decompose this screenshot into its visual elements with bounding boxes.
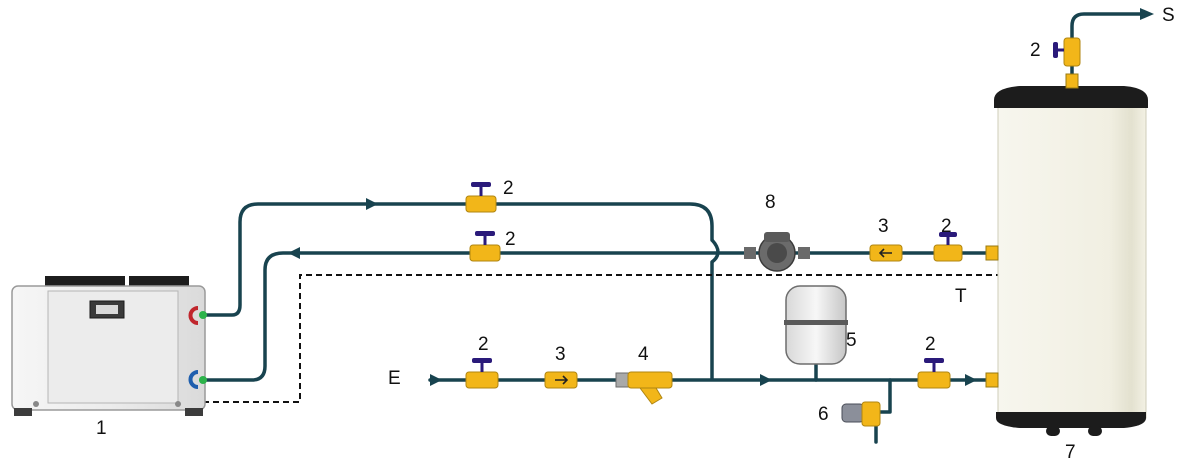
label-pump: 8 [765,192,776,213]
y-strainer-icon [615,371,673,405]
flow-arrow [760,374,772,386]
water-tank [985,73,1148,436]
label-filter: 4 [638,344,649,365]
check-valve-icon [544,371,578,389]
label-valve-outlet: 2 [925,334,936,355]
cold-inlet-connector-icon [188,370,199,389]
flow-arrow [1140,8,1154,20]
tank-body [997,99,1147,419]
label-inlet: E [388,368,401,389]
label-sensor: T [955,286,967,307]
heat-pump-unit [11,276,207,416]
label-check-valve-return: 3 [878,216,889,237]
heat-pump-foot [14,408,32,416]
ball-valve-icon [1053,37,1081,67]
label-valve-supply: 2 [503,178,514,199]
outlet-pipe [1070,12,1142,84]
safety-valve-icon [841,401,881,427]
hot-outlet-connector-icon [188,306,199,325]
tank-nozzle [985,372,999,388]
heat-pump-foot [185,408,203,416]
supply-pipe [201,202,714,317]
return-pipe [201,251,989,382]
ball-valve-icon [465,358,499,389]
pipe-crossover [710,238,720,264]
tank-foot [1088,426,1102,436]
label-check-valve-inlet: 3 [555,344,566,365]
ball-valve-icon [469,231,501,262]
flow-arrow [366,198,378,210]
safety-branch [876,378,892,414]
heat-pump-fan-cover [129,276,189,288]
ball-valve-icon [933,232,963,262]
heat-pump-fan-cover [45,276,125,288]
tank-bottom-cap [996,412,1146,428]
flow-arrow [288,247,300,259]
label-expansion-tank: 5 [846,330,857,351]
label-safety-valve: 6 [818,404,829,425]
tank-nozzle [985,245,999,261]
label-valve-return: 2 [505,229,516,250]
expansion-tank [784,285,848,365]
flow-arrows [288,8,1154,386]
sensor-cable [203,274,1000,403]
pipe-network [201,12,1142,444]
ball-valve-icon [465,182,497,213]
ball-valve-icon [917,358,951,389]
tank-foot [1046,426,1060,436]
flow-arrow [965,374,977,386]
tank-nozzle [1065,73,1079,89]
tank-top-cap [994,86,1148,108]
check-valve-icon [869,244,903,262]
label-water-tank: 7 [1065,442,1076,460]
label-valve-tank-top: 2 [1030,40,1041,61]
label-valve-inlet: 2 [478,334,489,355]
label-outlet: S [1162,5,1175,26]
circulation-pump [744,232,810,272]
label-valve-tank-return: 2 [941,216,952,237]
label-heat-pump: 1 [96,418,107,439]
flow-arrow [430,374,442,386]
